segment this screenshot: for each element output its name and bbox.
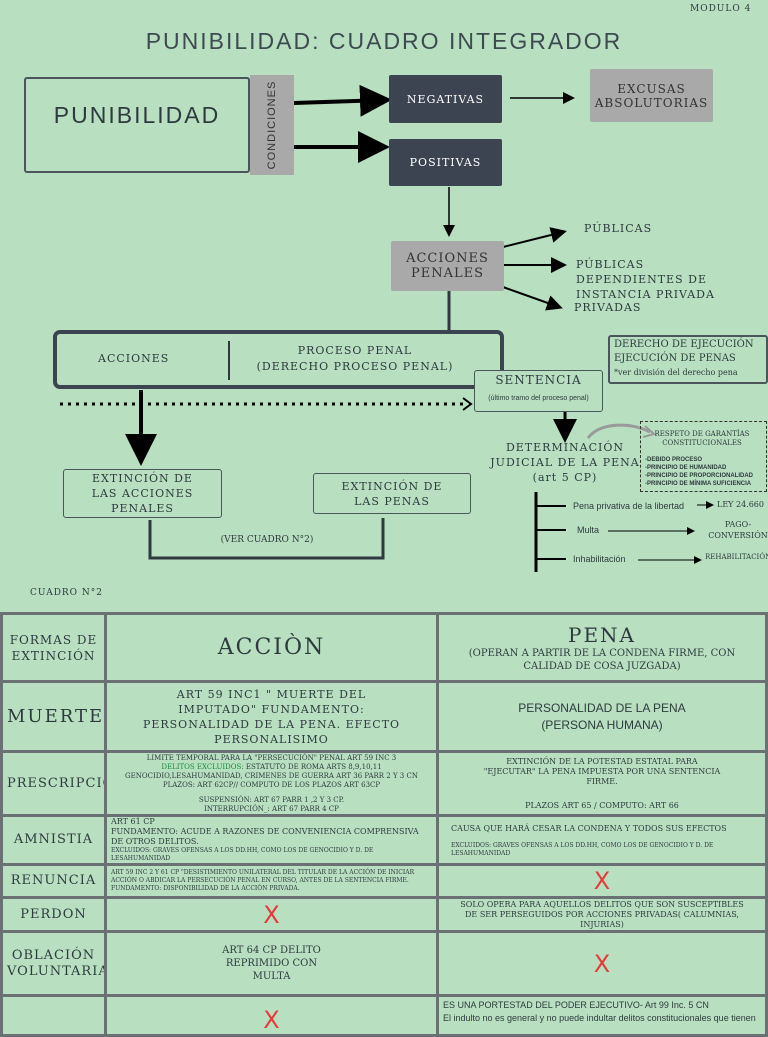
garantias-title: RESPETO DE GARANTÍAS CONSTITUCIONALES: [654, 430, 750, 447]
prescripcion-pena: EXTINCIÓN DE LA POTESTAD ESTATAL PARA "E…: [436, 750, 768, 817]
muerte-accion: ART 59 INC1 " MUERTE DEL IMPUTADO" FUNDA…: [104, 680, 439, 753]
derecho-proceso-label: (DERECHO PROCESO PENAL): [256, 360, 454, 373]
determinacion-line3: (art 5 CP): [532, 471, 598, 484]
garantias-list: -DEBIDO PROCESO -PRINCIPIO DE HUMANIDAD …: [645, 456, 753, 488]
prescripcion-accion: LIMITE TEMPORAL PARA LA "PERSECUCIÓN" PE…: [104, 750, 439, 817]
amnistia-pena-1: CAUSA QUE HARÁ CESAR LA CONDENA Y TODOS …: [451, 823, 727, 833]
row-label-renuncia: RENUNCIA: [0, 863, 107, 899]
prescripcion-accion-5: INTERRUPCIÓN_: ART 67 PARR 4 CP: [204, 804, 339, 813]
garantias-box: [640, 421, 767, 492]
publicas-dependientes-label: PÚBLICAS DEPENDIENTES DE INSTANCIA PRIVA…: [576, 258, 715, 301]
indulto-pena-1: ES UNA PORTESTAD DEL PODER EJECUTIVO- Ar…: [443, 1000, 709, 1010]
derecho-ejecucion-box: [608, 335, 768, 384]
amnistia-pena: CAUSA QUE HARÁ CESAR LA CONDENA Y TODOS …: [436, 814, 768, 866]
module-label: MODULO 4: [690, 4, 752, 14]
diagram-connectors: [60, 84, 714, 572]
sentencia-note: (último tramo del proceso penal): [488, 395, 589, 402]
excusas-box: EXCUSAS ABSOLUTORIAS: [590, 69, 713, 122]
table-row: MUERTE ART 59 INC1 " MUERTE DEL IMPUTADO…: [0, 680, 768, 753]
table-row: FORMAS DE EXTINCIÓN ACCIÒN PENA (OPERAN …: [0, 612, 768, 683]
determinacion-line1: DETERMINACIÓN: [505, 441, 625, 454]
header-pena-sub: (OPERAN A PARTIR DE LA CONDENA FIRME, CO…: [468, 647, 736, 672]
table-row: OBLACIÓN VOLUNTARIA ART 64 CP DELITO REP…: [0, 930, 768, 997]
sentencia-label: SENTENCIA: [495, 373, 582, 387]
header-accion: ACCIÒN: [104, 612, 439, 683]
garantia-item: -PRINCIPIO DE HUMANIDAD: [645, 465, 727, 471]
amnistia-accion: ART 61 CP FUNDAMENTO: ACUDE A RAZONES DE…: [104, 814, 439, 866]
table-row: AMNISTIA ART 61 CP FUNDAMENTO: ACUDE A R…: [0, 814, 768, 866]
cuadro2-label: CUADRO N°2: [30, 588, 104, 598]
prescripcion-accion-2: DELITOS EXCLUIDOS: ESTATUTO DE ROMA ARTS…: [111, 763, 432, 781]
table-row: X ES UNA PORTESTAD DEL PODER EJECUTIVO- …: [0, 994, 768, 1037]
indulto-pena: ES UNA PORTESTAD DEL PODER EJECUTIVO- Ar…: [436, 994, 768, 1037]
row-label-indulto: [0, 994, 107, 1037]
pago-label: PAGO-CONVERSIÓN: [708, 520, 768, 540]
delitos-excluidos-label: DELITOS EXCLUIDOS:: [161, 762, 244, 771]
acciones-penales-box: ACCIONES PENALES: [391, 241, 504, 291]
row-label-oblacion: OBLACIÓN VOLUNTARIA: [0, 930, 107, 997]
amnistia-pena-2: EXCLUIDOS: GRAVES OFENSAS A LOS DD.HH, C…: [451, 841, 714, 857]
punibilidad-label: PUNIBILIDAD: [53, 102, 221, 128]
determinacion-line2: JUDICIAL DE LA PENA: [490, 456, 640, 469]
renuncia-pena-x-icon: X: [436, 863, 768, 899]
prescripcion-pena-2: PLAZOS ART 65 / COMPUTO: ART 66: [525, 800, 679, 810]
delitos-excluidos-text: ESTATUTO DE ROMA ARTS 8,9,10,11 GENOCIDI…: [125, 762, 418, 780]
condiciones-label: CONDICIONES: [266, 80, 278, 170]
page-title: PUNIBILIDAD: CUADRO INTEGRADOR: [145, 28, 623, 54]
indulto-pena-2: El indulto no es general y no puede indu…: [443, 1013, 756, 1023]
oblacion-pena-x-icon: X: [436, 930, 768, 997]
garantia-item: -DEBIDO PROCESO: [645, 457, 703, 463]
indulto-accion-x-icon: X: [104, 994, 439, 1037]
header-formas: FORMAS DE EXTINCIÓN: [0, 612, 107, 683]
sentencia-box: [474, 370, 603, 412]
amnistia-accion-1: ART 61 CP: [111, 817, 155, 827]
proceso-penal-label: PROCESO PENAL: [297, 344, 413, 357]
condiciones-box: CONDICIONES: [250, 75, 294, 175]
multa-label: Multa: [577, 525, 600, 535]
prescripcion-accion-1: LIMITE TEMPORAL PARA LA "PERSECUCIÓN" PE…: [146, 753, 397, 762]
extincion-acciones-box: EXTINCIÓN DE LAS ACCIONES PENALES: [63, 469, 222, 518]
negativas-box: NEGATIVAS: [389, 75, 502, 123]
table-row: PRESCRIPCIÓN LIMITE TEMPORAL PARA LA "PE…: [0, 750, 768, 817]
ver-cuadro-label: (VER CUADRO N°2): [220, 535, 314, 545]
extincion-table: FORMAS DE EXTINCIÓN ACCIÒN PENA (OPERAN …: [0, 612, 768, 1037]
row-label-perdon: PERDON: [0, 896, 107, 933]
acciones-label: ACCIONES: [98, 352, 170, 365]
muerte-pena: PERSONALIDAD DE LA PENA (PERSONA HUMANA): [436, 680, 768, 753]
punibilidad-box: [24, 77, 250, 173]
positivas-box: POSITIVAS: [389, 139, 502, 186]
derecho-ejecucion-line3: *ver división del derecho pena: [614, 368, 738, 377]
table-row: PERDON X SOLO OPERA PARA AQUELLOS DELITO…: [0, 896, 768, 933]
garantia-item: -PRINCIPIO DE MÍNIMA SUFICIENCIA: [645, 481, 752, 487]
derecho-ejecucion-line2: EJECUCIÓN DE PENAS: [614, 353, 736, 364]
proceso-box: [53, 330, 504, 389]
perdon-pena: SOLO OPERA PARA AQUELLOS DELITOS QUE SON…: [436, 896, 768, 933]
inhabilitacion-label: Inhabilitación: [573, 554, 626, 564]
rehabilitacion-label: REHABILITACIÓN: [705, 553, 768, 561]
renuncia-accion: ART 59 INC 2 Y 61 CP "DESISTIMIENTO UNIL…: [104, 863, 439, 899]
prescripcion-accion-4: SUSPENSIÓN: ART 67 PARR 1 ,2 Y 3 CP.: [198, 795, 345, 804]
publicas-label: PÚBLICAS: [584, 222, 653, 235]
header-pena: PENA: [568, 622, 636, 647]
row-label-prescripcion: PRESCRIPCIÓN: [0, 750, 107, 817]
row-label-amnistia: AMNISTIA: [0, 814, 107, 866]
derecho-ejecucion-line1: DERECHO DE EJECUCIÓN: [614, 339, 754, 350]
garantia-item: -PRINCIPIO DE PROPORCIONALIDAD: [645, 473, 754, 479]
header-pena-cell: PENA (OPERAN A PARTIR DE LA CONDENA FIRM…: [436, 612, 768, 683]
privadas-label: PRIVADAS: [574, 301, 642, 314]
prescripcion-accion-3: PLAZOS: ART 62CP// COMPUTO DE LOS PLAZOS…: [162, 780, 381, 789]
oblacion-accion: ART 64 CP DELITO REPRIMIDO CON MULTA: [104, 930, 439, 997]
perdon-accion-x-icon: X: [104, 896, 439, 933]
table-row: RENUNCIA ART 59 INC 2 Y 61 CP "DESISTIMI…: [0, 863, 768, 899]
extincion-penas-box: EXTINCIÓN DE LAS PENAS: [313, 473, 471, 514]
amnistia-accion-2: FUNDAMENTO: ACUDE A RAZONES DE CONVENIEN…: [111, 827, 419, 846]
row-label-muerte: MUERTE: [0, 680, 107, 753]
prescripcion-pena-1: EXTINCIÓN DE LA POTESTAD ESTATAL PARA "E…: [483, 756, 721, 786]
amnistia-accion-3: EXCLUIDOS: GRAVES OFENSAS A LOS DD.HH, C…: [111, 847, 374, 862]
pena-privativa-label: Pena privativa de la libertad: [573, 501, 685, 511]
ley-label: LEY 24.660: [717, 500, 764, 509]
